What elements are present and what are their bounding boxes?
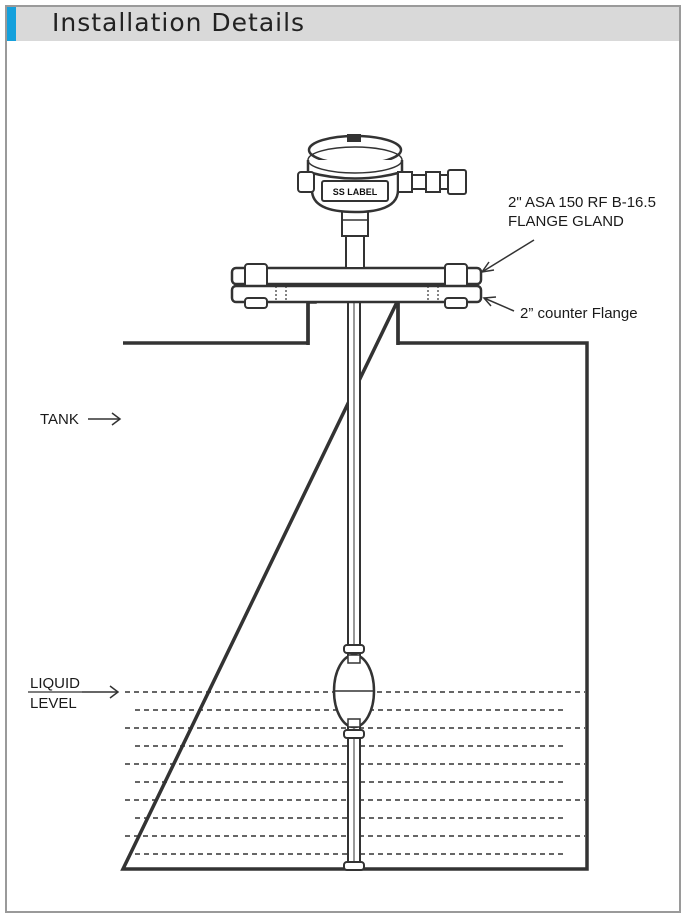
tank-arrow (88, 412, 122, 426)
tank-nozzle (306, 300, 400, 345)
head-neck (341, 207, 369, 269)
counter-flange-arrow (482, 296, 515, 312)
flange-gland-label-line2: FLANGE GLAND (508, 213, 624, 230)
ss-label-text: SS LABEL (333, 187, 378, 197)
flange-gland-arrow (480, 239, 535, 274)
liquid-label-line2: LEVEL (30, 695, 77, 712)
page-title: Installation Details (52, 8, 306, 37)
counter-flange (230, 284, 483, 309)
float-collar-bottom (343, 729, 365, 739)
header-accent-bar (7, 7, 16, 41)
counter-flange-label: 2” counter Flange (520, 305, 638, 322)
flange-gland-label-line1: 2" ASA 150 RF B-16.5 (508, 194, 656, 211)
section-header (7, 7, 679, 41)
liquid-label-line1: LIQUID (30, 675, 80, 692)
float (332, 653, 376, 729)
tank-label: TANK (40, 411, 79, 428)
liquid-arrow (82, 685, 120, 699)
stem-rod (347, 234, 361, 870)
flange-gland (230, 263, 483, 289)
float-collar-top (343, 644, 365, 654)
enclosure-head (297, 134, 467, 214)
stem-end-cap (343, 861, 365, 871)
